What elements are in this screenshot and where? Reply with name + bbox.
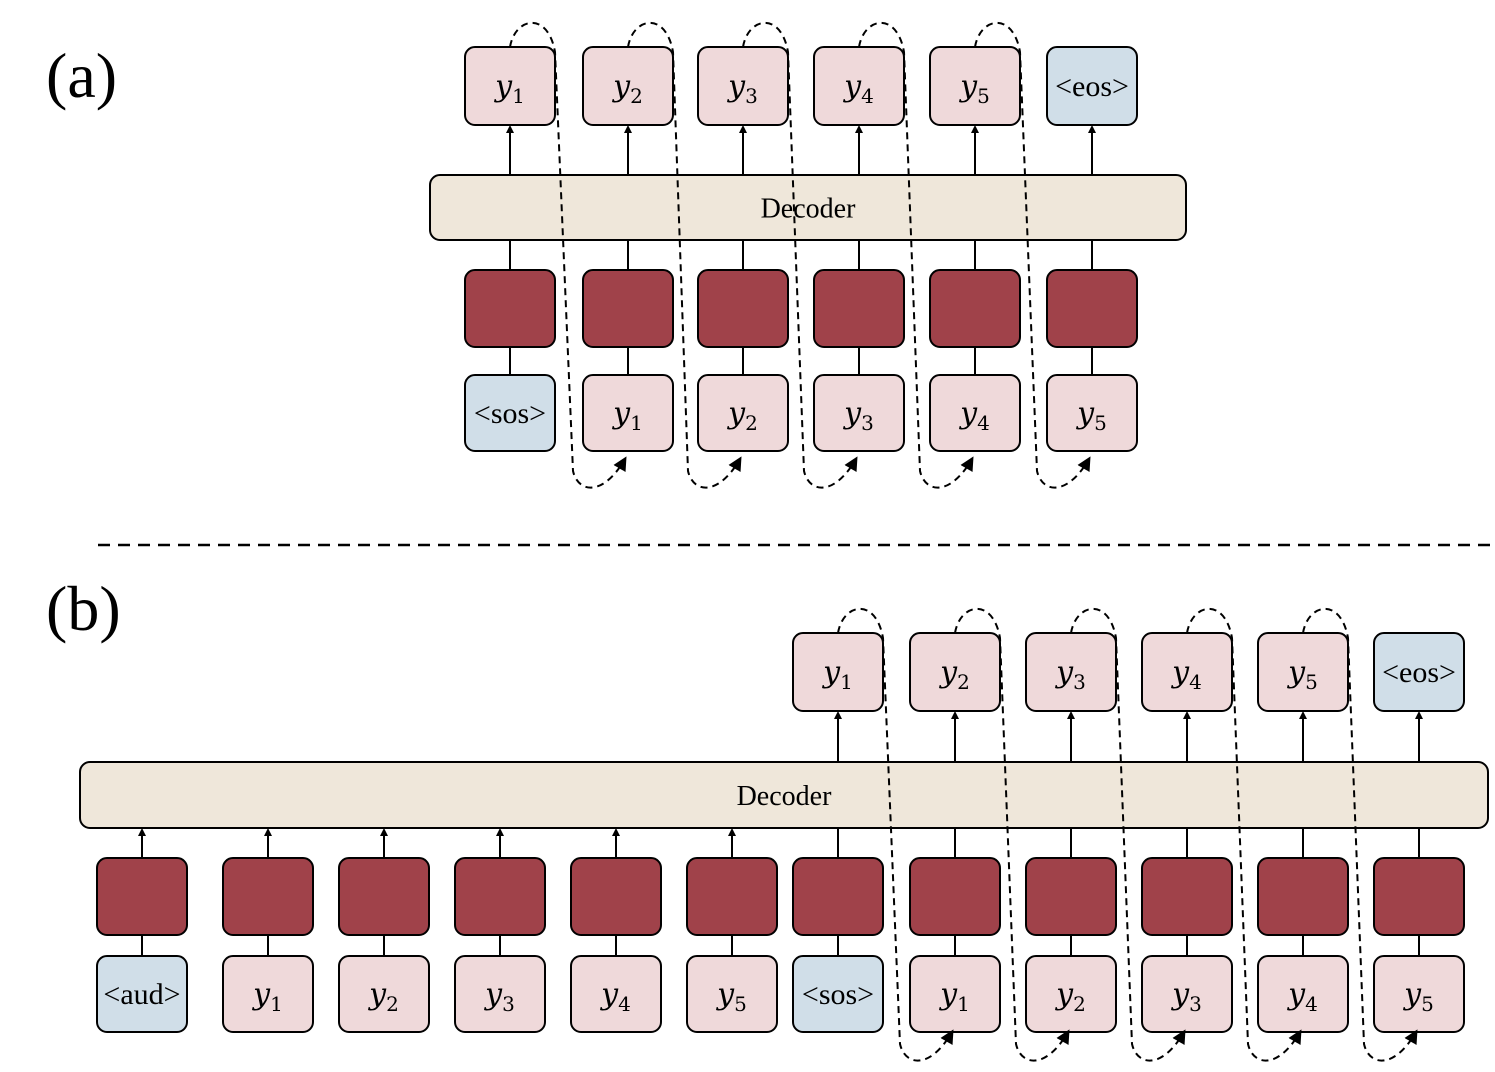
panel-b-embedding-block [338,857,430,936]
panel-b-output-token-label: y2 [938,655,970,694]
panel-b-output-token-label: y5 [1286,655,1318,694]
panel-b-input-token-label: y2 [1054,977,1086,1016]
panel-a-feedback-loop [974,22,1091,489]
panel-b-input-token-label: y1 [938,977,970,1016]
panel-a-decoder-label: Decoder [761,194,857,225]
panel-b-embedding-block [222,857,314,936]
panel-a-embedding-block [1046,269,1138,348]
panel-a-feedback-loop [742,22,858,489]
panel-b-decoder-label: Decoder [737,781,833,812]
panel-b: Decoder y1 y2 y3 y4 y5 <eos> <aud> y1 y2 y3 y4 y5 <so… [79,608,1489,1062]
panel-b-output-token-label: <eos> [1382,656,1456,689]
panel-b-input-token-label: y4 [599,977,631,1016]
panel-b-input-token-box [338,955,430,1033]
panel-b-input-token-label: y5 [715,977,747,1016]
panel-b-input-token-box [1373,955,1465,1033]
panel-a-input-token-label: y5 [1075,396,1107,435]
panel-b-output-token-box [1373,632,1465,712]
panel-a-embedding-block [929,269,1021,348]
panel-b-input-token-label: y4 [1286,977,1318,1016]
panel-b-output-token-label: y3 [1054,655,1086,694]
panel-a-input-token-box [1046,374,1138,452]
panel-a-input-token-box [813,374,905,452]
panel-b-input-token-label: <aud> [103,978,180,1011]
panel-b-embedding-block [792,857,884,936]
panel-a-embedding-block [464,269,556,348]
panel-b-output-token-label: y1 [821,655,853,694]
panel-b-input-token-box [686,955,778,1033]
panel-a-input-token-label: y3 [842,396,874,435]
panel-a-output-token-label: y1 [493,69,525,108]
panel-b-embedding-block [1141,857,1233,936]
panel-a-decoder-box [429,174,1187,241]
panel-b-feedback-loop [837,608,954,1062]
panel-b-embedding-block [454,857,546,936]
panel-b-input-token-box [909,955,1001,1033]
panel-b-label: (b) [46,573,121,644]
panel-a-input-token-label: y2 [726,396,758,435]
panel-b-embedding-block [1257,857,1349,936]
panel-b-embedding-block [570,857,662,936]
panel-b-feedback-loop [1302,608,1418,1062]
panel-b-input-token-label: <sos> [802,978,874,1011]
panel-b-embedding-block [686,857,778,936]
panel-a-input-token-box [697,374,789,452]
panel-b-input-token-box [792,955,884,1033]
panel-a-output-token-label: y3 [726,69,758,108]
panel-b-input-token-box [454,955,546,1033]
panel-b-decoder-box [79,761,1489,829]
panel-b-embedding-block [909,857,1001,936]
panel-b-input-token-label: y3 [1170,977,1202,1016]
panel-a-embedding-block [813,269,905,348]
panel-b-input-token-box [570,955,662,1033]
panel-a-embedding-block [582,269,674,348]
panel-b-embedding-block [1373,857,1465,936]
panel-b-feedback-loop [954,608,1070,1062]
panel-a-output-token-label: y2 [611,69,643,108]
panel-a-feedback-loop [627,22,742,489]
panel-a-input-token-box [929,374,1021,452]
panel-a-input-token-box [582,374,674,452]
panel-b-output-token-label: y4 [1170,655,1202,694]
panel-b-input-token-box [222,955,314,1033]
panel-b-input-token-label: y1 [251,977,283,1016]
panel-b-input-token-box [1141,955,1233,1033]
panel-b-embedding-block [1025,857,1117,936]
panel-a-output-token-label: y4 [842,69,874,108]
panel-a-output-token-box [1046,46,1138,126]
panel-b-input-token-label: y5 [1402,977,1434,1016]
panel-a-feedback-loop [509,22,627,489]
panel-a-input-token-box [464,374,556,452]
panel-a-embedding-block [697,269,789,348]
panel-a: Decoder y1 y2 y3 y4 y5 <eos> <sos> y1 y2 y3 y4 y5 [429,22,1187,489]
panel-a-label: (a) [46,40,117,111]
panel-b-input-token-box [1025,955,1117,1033]
panel-b-input-token-label: y3 [483,977,515,1016]
panel-b-feedback-loop [1186,608,1302,1062]
panel-b-input-token-box [1257,955,1349,1033]
panel-a-input-token-label: y1 [611,396,643,435]
panel-b-embedding-block [96,857,188,936]
panel-b-feedback-loop [1070,608,1186,1062]
panel-a-feedback-loop [858,22,974,489]
panel-a-input-token-label: <sos> [474,397,546,430]
panel-b-input-token-label: y2 [367,977,399,1016]
panel-a-output-token-label: <eos> [1055,70,1129,103]
panel-a-input-token-label: y4 [958,396,990,435]
panel-a-output-token-label: y5 [958,69,990,108]
panel-b-input-token-box [96,955,188,1033]
